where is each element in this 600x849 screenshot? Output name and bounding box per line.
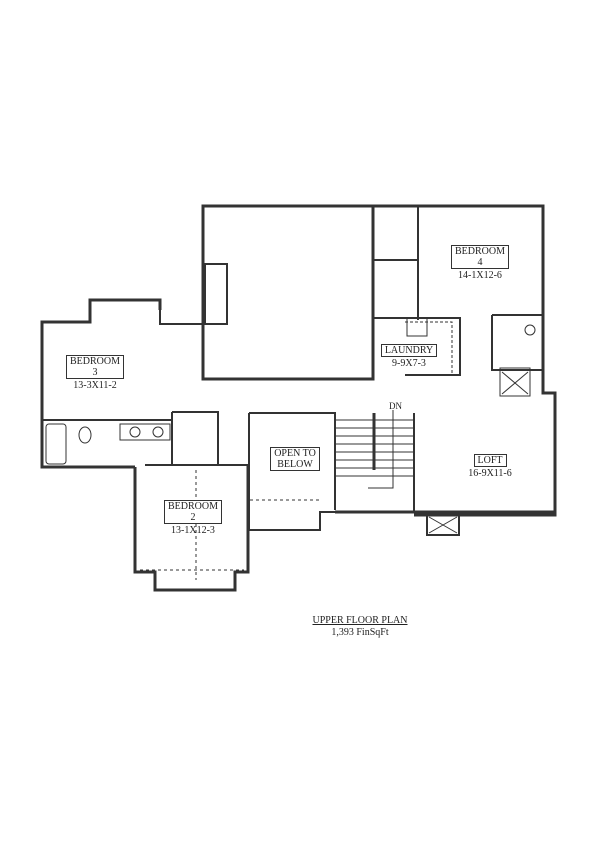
- wall-bedroom2: [133, 465, 250, 592]
- room-name-box: BEDROOM 3: [65, 355, 124, 379]
- room-number: 4: [477, 257, 483, 268]
- room-dimensions: 13-3X11-2: [73, 380, 117, 391]
- room-name: BEDROOM: [167, 501, 218, 512]
- wall-bedroom3: [40, 298, 162, 469]
- stair-down-label: DN: [389, 401, 402, 411]
- room-name: LOFT: [477, 455, 503, 466]
- room-number: 3: [92, 367, 98, 378]
- room-name-box: LAUNDRY: [380, 344, 438, 357]
- wall-upper-room: [201, 204, 375, 381]
- plan-title-block: UPPER FLOOR PLAN 1,393 FinSqFt: [290, 615, 430, 639]
- room-dimensions: 13-1X12-3: [171, 525, 215, 536]
- room-label-open-to-below: OPEN TO BELOW: [265, 447, 325, 472]
- room-name: OPEN TO: [274, 448, 316, 459]
- room-number: 2: [190, 512, 196, 523]
- room-name: BEDROOM: [454, 246, 505, 257]
- plan-area: 1,393 FinSqFt: [331, 627, 389, 638]
- room-label-bedroom2: BEDROOM 2 13-1X12-3: [158, 500, 228, 536]
- wall-open-to-below: [249, 412, 336, 510]
- room-name: LAUNDRY: [384, 345, 434, 356]
- room-number: BELOW: [277, 459, 313, 470]
- room-label-laundry: LAUNDRY 9-9X7-3: [378, 340, 440, 369]
- room-label-bedroom4: BEDROOM 4 14-1X12-6: [440, 245, 520, 281]
- room-name-box: LOFT: [473, 454, 507, 467]
- room-name-box: OPEN TO BELOW: [270, 447, 320, 471]
- room-dimensions: 14-1X12-6: [458, 270, 502, 281]
- room-name-box: BEDROOM 4: [450, 245, 509, 269]
- room-dimensions: 16-9X11-6: [468, 468, 512, 479]
- wall-bedroom4: [373, 204, 557, 517]
- room-name: BEDROOM: [69, 356, 120, 367]
- room-label-bedroom3: BEDROOM 3 13-3X11-2: [60, 355, 130, 391]
- room-dimensions: 9-9X7-3: [392, 358, 426, 369]
- room-name-box: BEDROOM 2: [163, 500, 222, 524]
- plan-title: UPPER FLOOR PLAN: [312, 615, 408, 626]
- room-label-loft: LOFT 16-9X11-6: [455, 450, 525, 479]
